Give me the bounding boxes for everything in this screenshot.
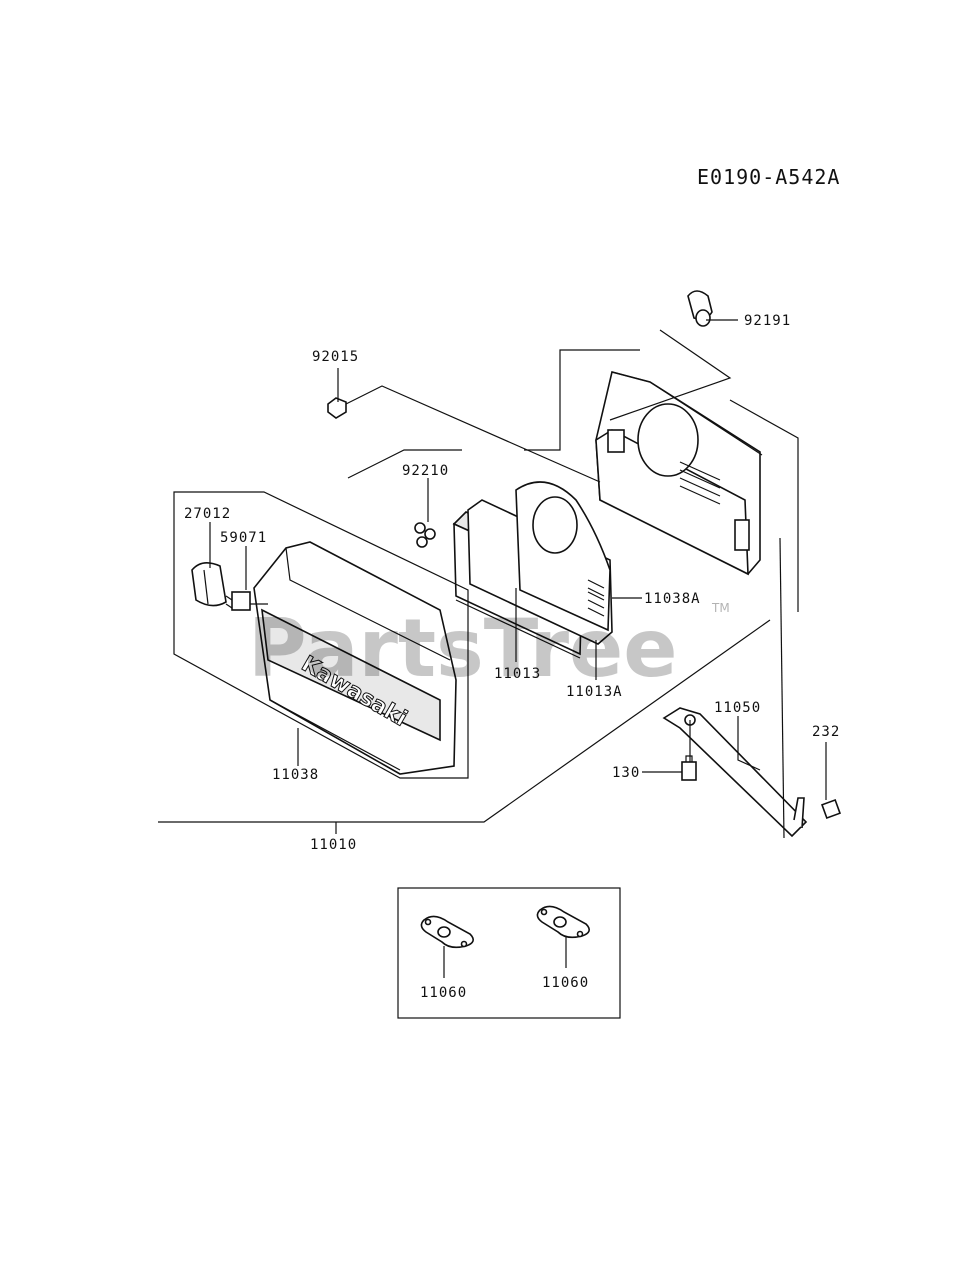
gasket-box <box>397 887 621 1019</box>
clip-92210 <box>414 522 436 548</box>
watermark-tm: TM <box>711 601 730 615</box>
diagram-code: E0190-A542A <box>697 165 840 189</box>
callout-27012: 27012 <box>184 506 231 522</box>
air-cleaner-cover-11038: Kawasaki <box>253 541 457 775</box>
gasket-11060-a <box>420 915 474 978</box>
bolt-130 <box>681 755 697 781</box>
gasket-11060-b <box>536 905 590 968</box>
callout-11038A: 11038A <box>644 591 701 607</box>
callout-11050: 11050 <box>714 700 761 716</box>
callout-232: 232 <box>812 724 840 740</box>
watermark: PartsTree <box>248 602 678 695</box>
callout-59071: 59071 <box>220 530 267 546</box>
callout-11010: 11010 <box>310 837 357 853</box>
callout-130: 130 <box>612 765 640 781</box>
cap-92191 <box>687 290 713 327</box>
leader-lines <box>158 319 827 839</box>
spring-59071 <box>225 591 251 611</box>
bracket-27012 <box>191 562 227 607</box>
callout-11038: 11038 <box>272 767 319 783</box>
callout-11060-a: 11060 <box>420 985 467 1001</box>
callout-92191: 92191 <box>744 313 791 329</box>
air-cleaner-base-11038A <box>595 371 763 576</box>
callout-11013: 11013 <box>494 666 541 682</box>
callout-92015: 92015 <box>312 349 359 365</box>
callout-92210: 92210 <box>402 463 449 479</box>
screw-232 <box>821 799 841 819</box>
callout-11013A: 11013A <box>566 684 623 700</box>
element-11013A <box>467 481 613 645</box>
callout-11060-b: 11060 <box>542 975 589 991</box>
nut-92015 <box>327 397 347 419</box>
